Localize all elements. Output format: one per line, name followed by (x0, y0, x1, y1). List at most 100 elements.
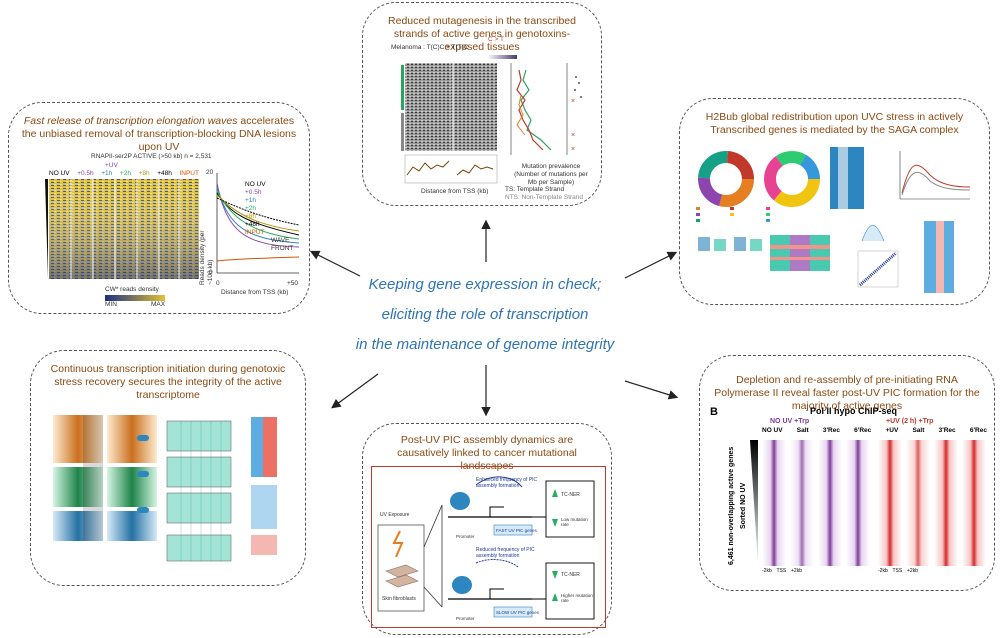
arrow-bottom-right (624, 380, 679, 400)
central-theme: Keeping gene expression in check; elicit… (320, 272, 650, 358)
arrow-top-left (309, 250, 361, 277)
mutation-axis-label: Mutation prevalence (Number of mutations… (511, 163, 591, 187)
col-label: Salt (912, 427, 925, 434)
col-label: +2h (119, 170, 131, 177)
uv-exposure-label: UV Exposure (380, 512, 410, 518)
col-label: +0.5h (77, 170, 94, 177)
central-theme-line-1: Keeping gene expression in check; (368, 276, 602, 293)
ct-label: C > T (488, 36, 504, 43)
h2bub-figure (696, 147, 971, 293)
col-label: NO UV (762, 427, 783, 434)
col-label: 6'Rec (854, 427, 872, 434)
arrow-top-right (624, 251, 678, 279)
legend-item: +0.5h (245, 189, 262, 196)
row-label-genes: 6,461 non-overlapping active genes (728, 446, 735, 566)
tick-label: +2kb (791, 568, 802, 574)
legend-item: NO UV (245, 181, 266, 188)
heatmap-columns: NO UV +0.5h +1h +2h +8h +48h INPUT (49, 170, 199, 178)
panel-bottom-left: Continuous transcription initiation duri… (30, 350, 306, 586)
legend-item: +8h (245, 213, 257, 220)
heatmap-header: RNAPII-ser2P ACTIVE (>50 kb) n = 2,531 (91, 153, 212, 160)
mutation-prevalence-label: Mutation prevalence (521, 163, 581, 170)
bottom-ticks-uv: -2kb TSS +2kb (878, 568, 918, 574)
col-label: 3'Rec (938, 427, 956, 434)
density-line-plot (216, 173, 300, 274)
enhanced-frequency-label: Enhanced frequency of PIC assembly forma… (476, 477, 538, 489)
legend-item: +1h (245, 197, 257, 204)
tc-ner-label-2: TC-NER (561, 572, 580, 578)
x-tick-zero: 0 (216, 280, 220, 287)
skin-fibroblasts-label: Skin fibroblasts (382, 596, 416, 602)
panel-title: Fast release of transcription elongation… (9, 115, 309, 154)
plus-uv-label: +UV (105, 162, 118, 169)
tick-label: TSS (892, 568, 903, 574)
col-label: 6'Rec (969, 427, 987, 434)
panel-title-rest: accelerates the unbiased removal of tran… (21, 115, 297, 153)
legend-item: +48h (245, 221, 260, 228)
slow-uv-pic-genes: SLOW UV PIC genes (496, 610, 540, 615)
pic-assembly-diagram (377, 476, 595, 620)
panel-top-left: Fast release of transcription elongation… (8, 102, 310, 314)
mutagenesis-figure: × × × (401, 55, 582, 184)
col-label: Salt (796, 427, 809, 434)
transcription-initiation-figure (53, 415, 277, 562)
y-tick-top: 20 (206, 169, 214, 176)
arrow-bottom-left (331, 373, 379, 409)
group-no-uv: NO UV +Trp (770, 418, 810, 425)
distance-axis-label: Distance from TSS (kb) (421, 188, 489, 195)
panel-title: Post-UV PIC assembly dynamics are causat… (397, 434, 577, 472)
legend-item: +2h (245, 205, 257, 212)
panel-top-center: Reduced mutagenesis in the transcribed s… (362, 2, 602, 206)
rnapii-heatmap (45, 179, 199, 279)
scale-min: MIN (105, 301, 117, 308)
pic-diagram-frame: UV Exposure Skin fibroblasts Enhanced fr… (371, 466, 606, 628)
col-label: +8h (138, 170, 150, 177)
col-label: INPUT (179, 170, 199, 177)
y-tick-zero: 0 (209, 269, 213, 276)
panel-title: Reduced mutagenesis in the transcribed s… (388, 15, 576, 53)
promoter-label-1: Promoter (456, 534, 475, 539)
group-uv: +UV (2 h) +Trp (886, 418, 934, 425)
x-axis-label: Distance from TSS (kb) (221, 289, 289, 296)
tick-label: -2kb (762, 568, 772, 574)
panel-bottom-right: Depletion and re-assembly of pre-initiat… (699, 355, 995, 591)
scale-label: CW* reads density (105, 286, 159, 293)
x-tick-end: +50 (287, 280, 299, 287)
tick-label: +2kb (907, 568, 918, 574)
central-theme-line-2: eliciting the role of transcription (381, 306, 589, 323)
wave-front-label: WAVE FRONT (271, 237, 294, 252)
fast-uv-pic-genes: FAST UV PIC genes (496, 528, 537, 533)
line-legend: NO UV +0.5h +1h +2h +8h +48h INPUT (245, 181, 266, 237)
svg-text:×: × (571, 98, 575, 105)
panel-top-right: H2Bub global redistribution upon UVC str… (679, 98, 990, 305)
central-theme-line-3: in the maintenance of genome integrity (355, 336, 615, 353)
ts-legend: TS: Template Strand (505, 186, 565, 193)
tick-label: TSS (776, 568, 787, 574)
melanoma-label: Melanoma : T(C)C > T(T)C (391, 44, 469, 51)
panel-title-italic: Fast release of transcription elongation… (23, 115, 238, 127)
col-label: +1h (101, 170, 113, 177)
col-label: 3'Rec (822, 427, 840, 434)
tick-label: -2kb (878, 568, 888, 574)
legend-item: INPUT (245, 229, 265, 236)
svg-text:×: × (571, 132, 575, 139)
bottom-ticks: -2kb TSS +2kb (762, 568, 802, 574)
tc-ner-label-1: TC-NER (561, 492, 580, 498)
panel-title: H2Bub global redistribution upon UVC str… (705, 111, 964, 136)
reduced-frequency-label: Reduced frequency of PIC assembly format… (476, 547, 535, 559)
y-axis-label: Reads density (per ~100 kb) (199, 230, 214, 285)
mutation-prevalence-sublabel: (Number of mutations per Mb per Sample) (514, 171, 588, 186)
color-scale-bar (105, 295, 165, 301)
promoter-label-2: Promoter (456, 616, 475, 621)
col-label: +48h (157, 170, 172, 177)
chipseq-heatmap (750, 440, 986, 566)
higher-mutation-rate-label: Higher mutation rate (561, 593, 593, 603)
chipseq-columns: NO UV Salt 3'Rec 6'Rec +UV Salt 3'Rec 6'… (762, 427, 987, 434)
nts-legend: NTS: Non-Template Strand (505, 194, 584, 201)
chipseq-header: Pol II hypo ChIP-seq (810, 406, 898, 416)
scale-max: MAX (151, 301, 166, 308)
panel-bottom-center: Post-UV PIC assembly dynamics are causat… (362, 423, 612, 635)
panel-letter: B (710, 406, 718, 418)
panel-title: Depletion and re-assembly of pre-initiat… (714, 374, 980, 412)
